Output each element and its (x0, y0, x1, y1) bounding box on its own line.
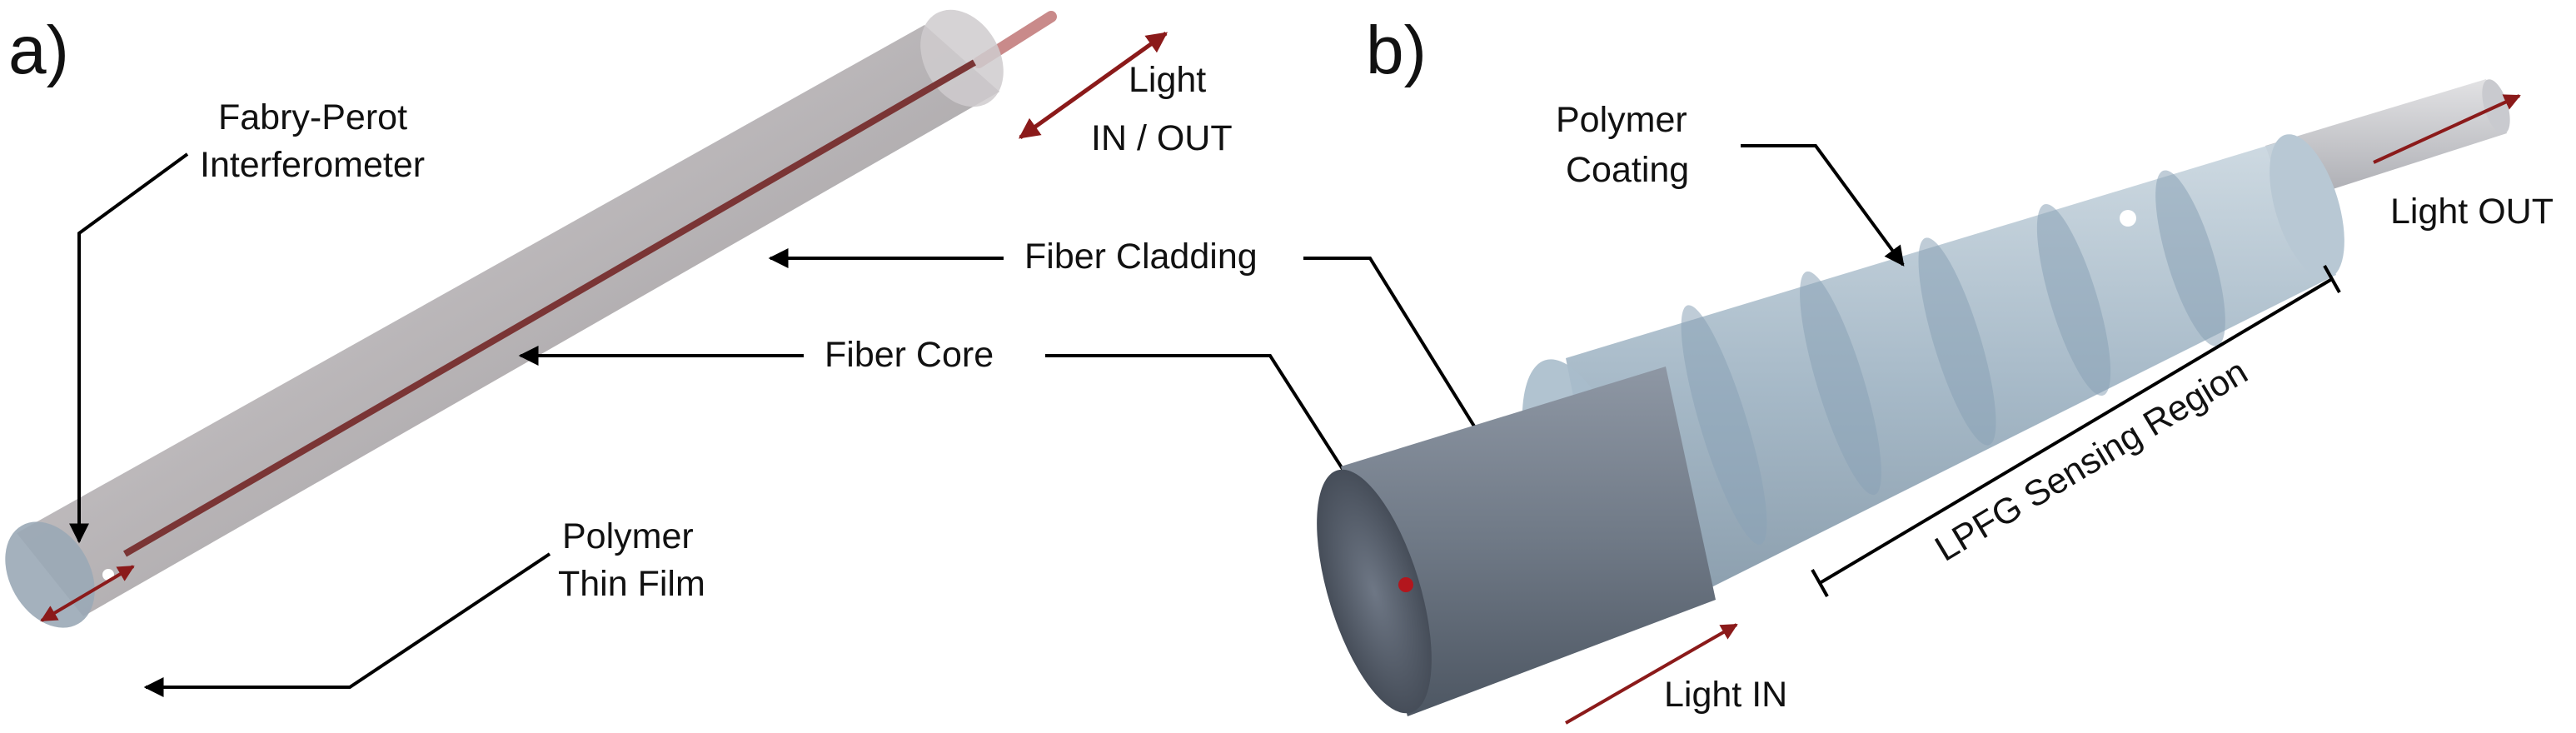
light-in-out-arrow (1018, 31, 1168, 140)
fiber-cylinder-a (5, 9, 1004, 628)
fp-label-1: Fabry-Perot (218, 97, 407, 137)
panel-a: a) Light IN / OUT Fabry-Perot Interferom… (5, 9, 1233, 697)
panel-b: b) Polymer Coating (1317, 12, 2554, 725)
shared-labels: Fiber Cladding Fiber Core (518, 237, 1501, 573)
light-out-label: Light OUT (2390, 192, 2554, 232)
panel-b-tag: b) (1366, 12, 1427, 88)
bubble-dot (2120, 210, 2136, 227)
bare-fiber-section (1317, 366, 1716, 716)
coating-leader (1741, 144, 1905, 267)
fiber-core-a (122, 59, 977, 557)
fiber-cladding-label: Fiber Cladding (1024, 237, 1258, 277)
thin-film-leader (143, 552, 551, 697)
fiber-core-label: Fiber Core (825, 335, 994, 375)
end-double-arrow (40, 565, 135, 622)
thin-film-label-2: Thin Film (558, 564, 705, 604)
thin-film-label-1: Polymer (562, 516, 694, 556)
light-in-label: Light IN (1664, 675, 1787, 715)
fp-leader (69, 152, 189, 544)
panel-a-tag: a) (8, 12, 69, 88)
sensing-region-bracket (1811, 265, 2341, 597)
coating-label-1: Polymer (1556, 100, 1687, 140)
grating-bulges (1681, 170, 2225, 545)
fp-label-2: Interferometer (200, 145, 425, 185)
fiber-end-face (1317, 469, 1432, 714)
light-label-2: IN / OUT (1091, 118, 1233, 158)
light-in-arrow (1565, 623, 1738, 725)
light-out-arrow (2373, 94, 2521, 164)
coating-label-2: Coating (1566, 150, 1689, 190)
core-dot (1398, 577, 1413, 592)
light-label-1: Light (1129, 60, 1206, 100)
cladding-leader-b (1303, 257, 1501, 469)
